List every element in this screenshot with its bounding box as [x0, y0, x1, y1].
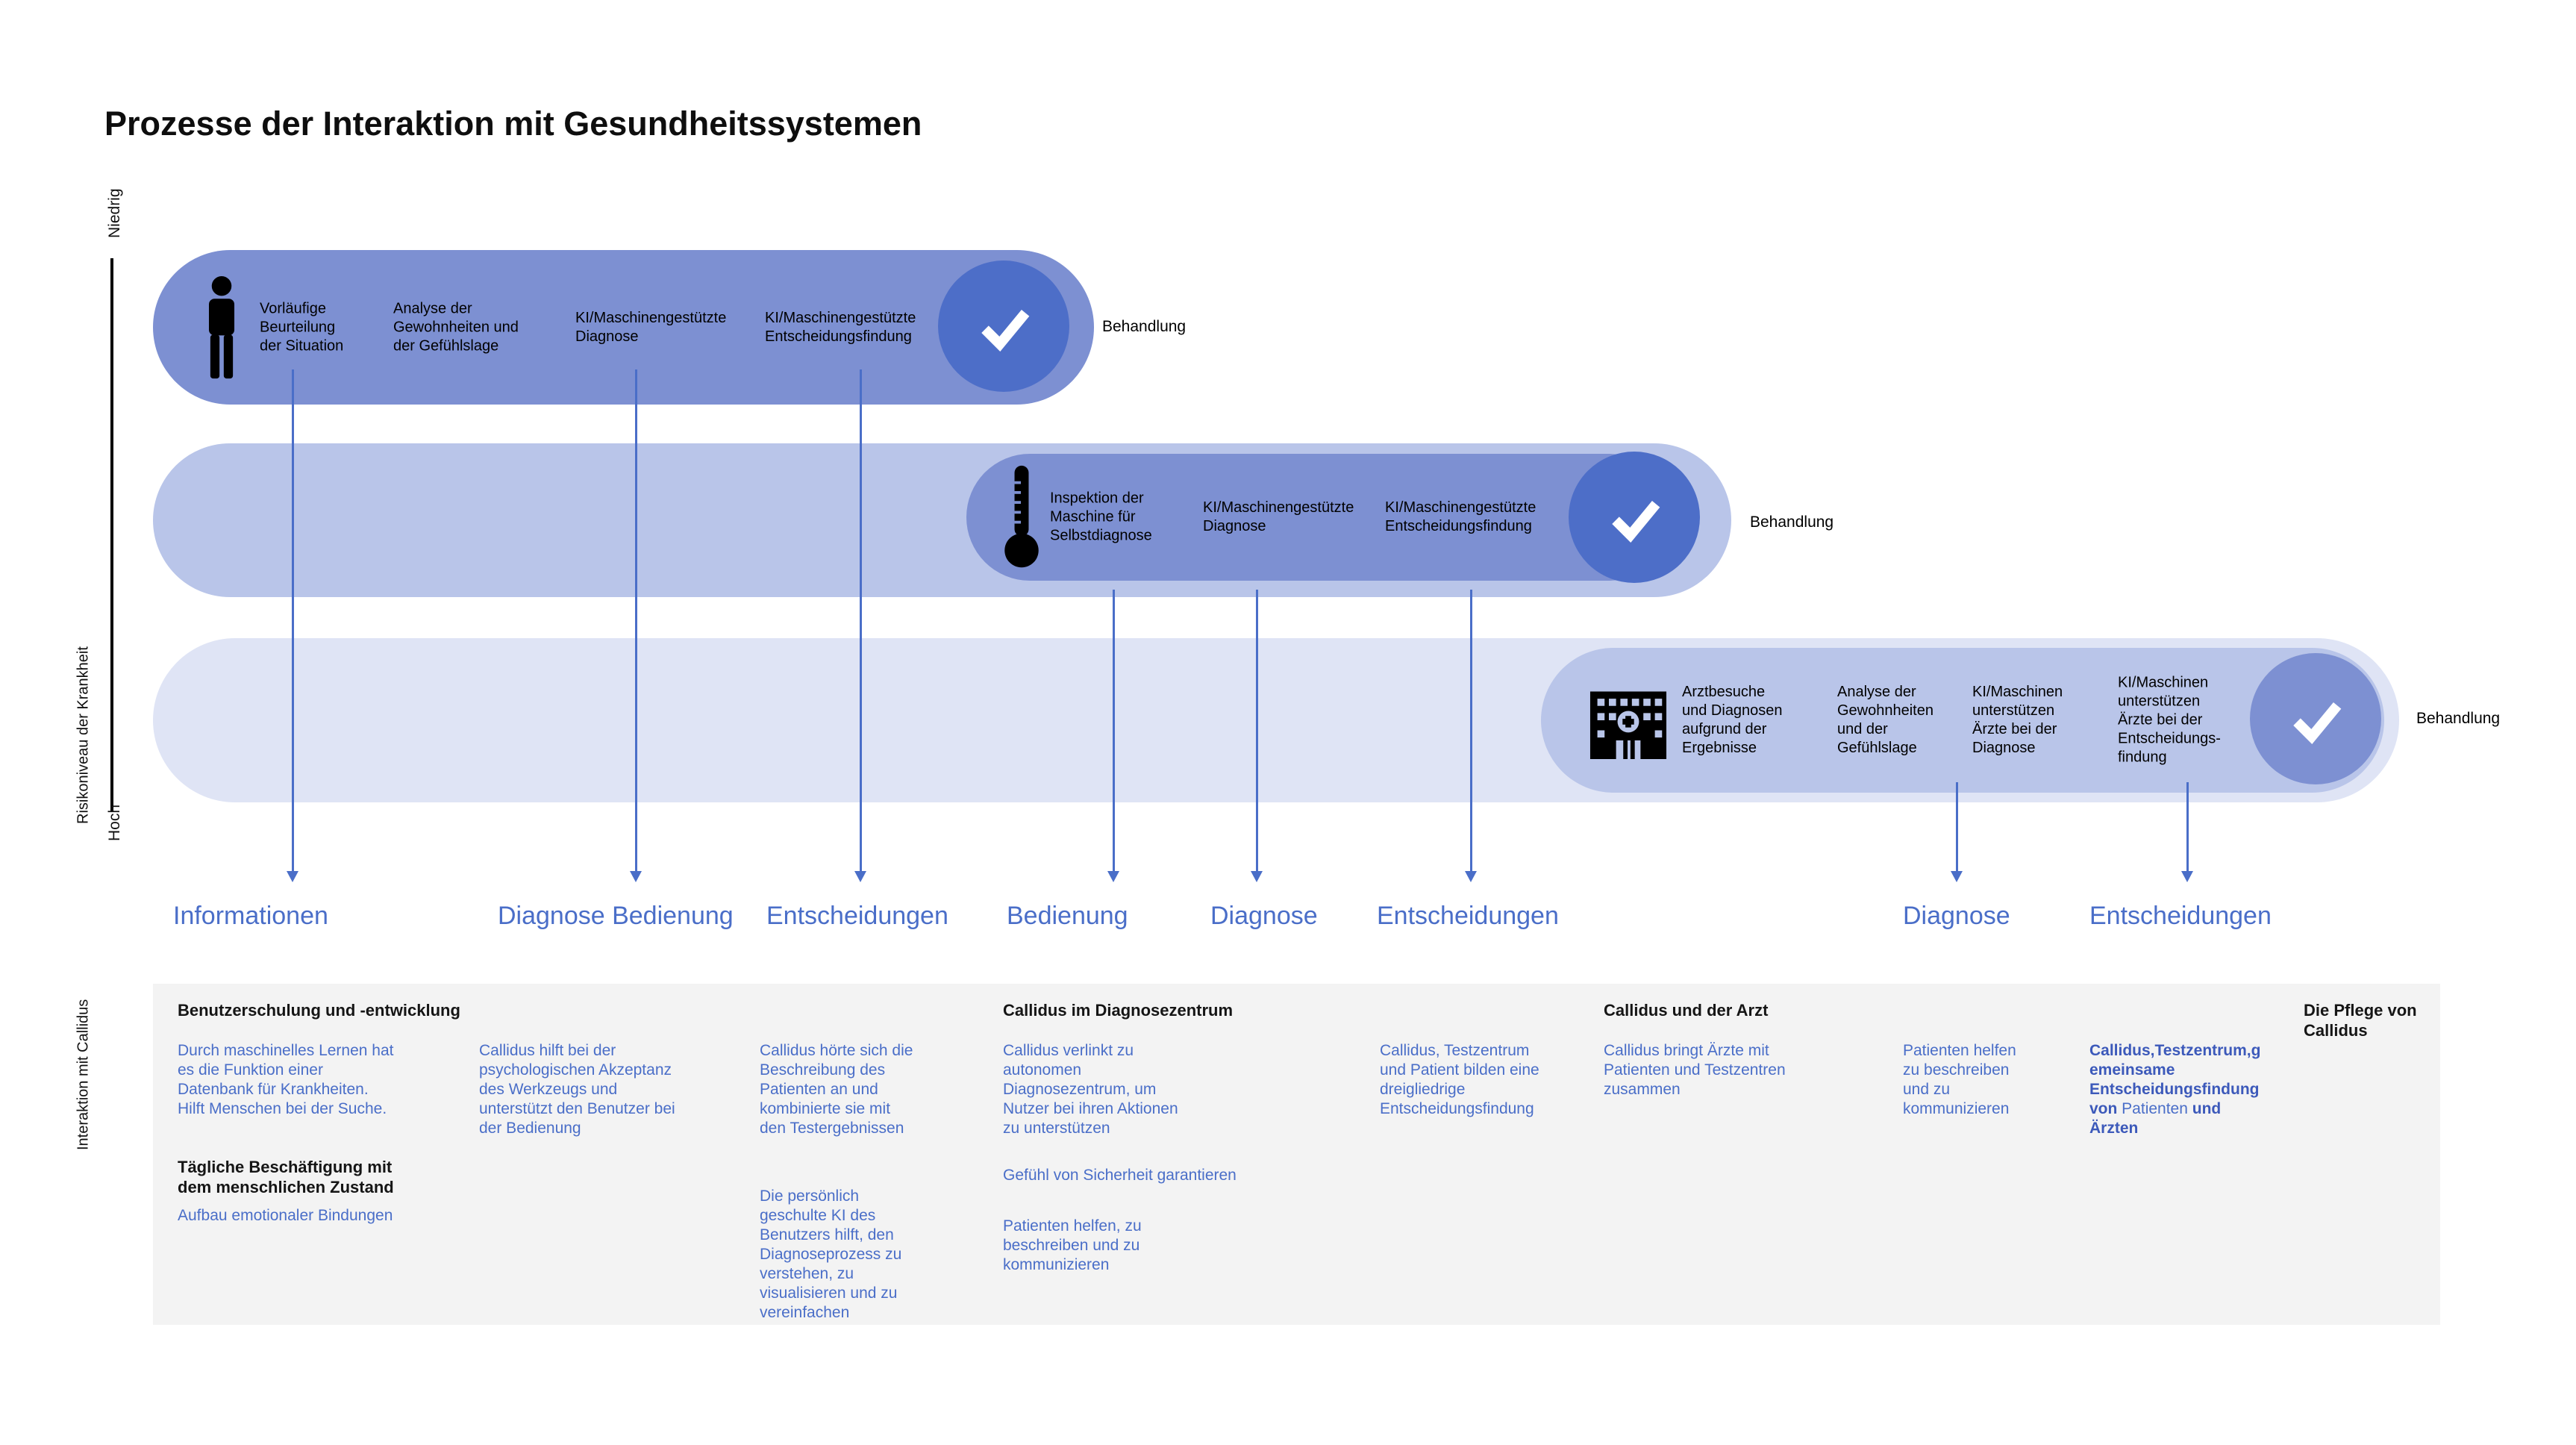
panel-heading: Benutzerschulung und -entwicklung	[178, 1001, 460, 1020]
flow-label-diagnose-1: Diagnose	[1210, 902, 1318, 930]
treatment-check-circle	[1569, 452, 1700, 583]
panel-text-bold: und Ärzten	[2089, 1100, 2222, 1137]
lane-item-label: KI/Maschinengestützte Diagnose	[575, 309, 727, 345]
checkmark-icon	[965, 287, 1042, 365]
panel-paragraph: Callidus bringt Ärzte mit Patienten und …	[1604, 1042, 1786, 1098]
flow-label-bedienung: Bedienung	[1007, 902, 1128, 930]
flow-arrow	[287, 369, 298, 882]
flow-label-entscheidungen-1: Entscheidungen	[766, 902, 948, 930]
hospital-icon	[1589, 681, 1668, 759]
flow-arrow	[2181, 782, 2193, 882]
risk-axis-line	[110, 258, 113, 811]
lane-item-label: KI/Maschinengestützte Entscheidungsfindu…	[1385, 499, 1536, 534]
risk-axis-title: Risikoniveau der Krankheit	[75, 646, 92, 824]
callidus-section-label: Interaktion mit Callidus	[75, 999, 92, 1151]
lane-item-label: KI/Maschinen unterstützen Ärzte bei der …	[1972, 684, 2063, 756]
panel-heading: Callidus im Diagnosezentrum	[1003, 1001, 1234, 1020]
panel-paragraph: Durch maschinelles Lernen hat es die Fun…	[178, 1042, 394, 1117]
panel-paragraph: Callidus, Testzentrum und Patient bilden…	[1380, 1042, 1539, 1117]
panel-paragraph: Gefühl von Sicherheit garantieren	[1003, 1167, 1237, 1184]
risk-axis-bottom-label: Hoch	[106, 804, 123, 841]
risk-axis-top-label: Niedrig	[106, 188, 123, 238]
panel-text-regular: Patienten	[2117, 1100, 2192, 1117]
flow-arrow	[854, 369, 866, 882]
panel-heading: Tägliche Beschäftigung mit dem menschlic…	[178, 1158, 394, 1196]
page-title: Prozesse der Interaktion mit Gesundheits…	[104, 104, 922, 143]
flow-label-entscheidungen-2: Entscheidungen	[1377, 902, 1559, 930]
panel-text-bold: Callidus,Testzentrum,g emeinsame Entsche…	[2089, 1042, 2261, 1117]
treatment-check-circle	[938, 260, 1069, 392]
lane-item-label: Analyse der Gewohnheiten und der Gefühls…	[1837, 684, 1933, 756]
flow-label-diagnose-bedienung: Diagnose Bedienung	[498, 902, 734, 930]
callidus-panel	[153, 984, 2440, 1325]
panel-paragraph: Die persönlich geschulte KI des Benutzer…	[760, 1187, 902, 1321]
flow-label-informationen: Informationen	[173, 902, 328, 930]
checkmark-icon	[2277, 680, 2354, 758]
lane-item-label: KI/Maschinengestützte Entscheidungsfindu…	[765, 309, 916, 345]
panel-paragraph-bold: Callidus,Testzentrum,g emeinsame Entsche…	[2089, 1041, 2283, 1138]
flow-arrow	[1951, 782, 1963, 882]
panel-paragraph: Callidus verlinkt zu autonomen Diagnosez…	[1003, 1042, 1178, 1137]
lane-item-label: Arztbesuche und Diagnosen aufgrund der E…	[1682, 684, 1783, 756]
treatment-label: Behandlung	[1750, 514, 1834, 531]
lane-medium-risk-inner: Inspektion der Maschine für Selbstdiagno…	[966, 454, 1672, 581]
treatment-label: Behandlung	[2416, 710, 2501, 727]
lane-item-label: Inspektion der Maschine für Selbstdiagno…	[1050, 490, 1152, 544]
flow-arrow	[630, 369, 642, 882]
lane-item-label: KI/Maschinengestützte Diagnose	[1203, 499, 1354, 534]
flow-arrow	[1465, 590, 1477, 882]
panel-heading: Callidus und der Arzt	[1604, 1001, 1769, 1020]
lane-item-label: Analyse der Gewohnheiten und der Gefühls…	[393, 300, 519, 354]
flow-label-entscheidungen-3: Entscheidungen	[2089, 902, 2272, 930]
panel-paragraph: Patienten helfen zu beschreiben und zu k…	[1903, 1042, 2016, 1117]
lane-item-label: KI/Maschinen unterstützen Ärzte bei der …	[2118, 674, 2221, 766]
person-icon	[202, 275, 241, 380]
panel-heading: Die Pflege von Callidus	[2304, 1001, 2417, 1040]
treatment-check-circle	[2250, 653, 2381, 784]
flow-arrow	[1251, 590, 1263, 882]
panel-paragraph: Aufbau emotionaler Bindungen	[178, 1207, 393, 1224]
checkmark-icon	[1595, 478, 1673, 556]
panel-paragraph: Callidus hörte sich die Beschreibung des…	[760, 1042, 913, 1137]
panel-paragraph: Patienten helfen, zu beschreiben und zu …	[1003, 1217, 1142, 1273]
thermometer-icon	[1002, 464, 1041, 570]
lane-high-risk-inner: Arztbesuche und Diagnosen aufgrund der E…	[1541, 648, 2384, 793]
flow-arrow	[1107, 590, 1119, 882]
treatment-label: Behandlung	[1102, 318, 1187, 335]
flow-label-diagnose-2: Diagnose	[1903, 902, 2010, 930]
panel-paragraph: Callidus hilft bei der psychologischen A…	[479, 1042, 675, 1137]
lane-low-risk: Vorläufige Beurteilung der Situation Ana…	[153, 250, 1094, 405]
lane-item-label: Vorläufige Beurteilung der Situation	[260, 300, 344, 354]
